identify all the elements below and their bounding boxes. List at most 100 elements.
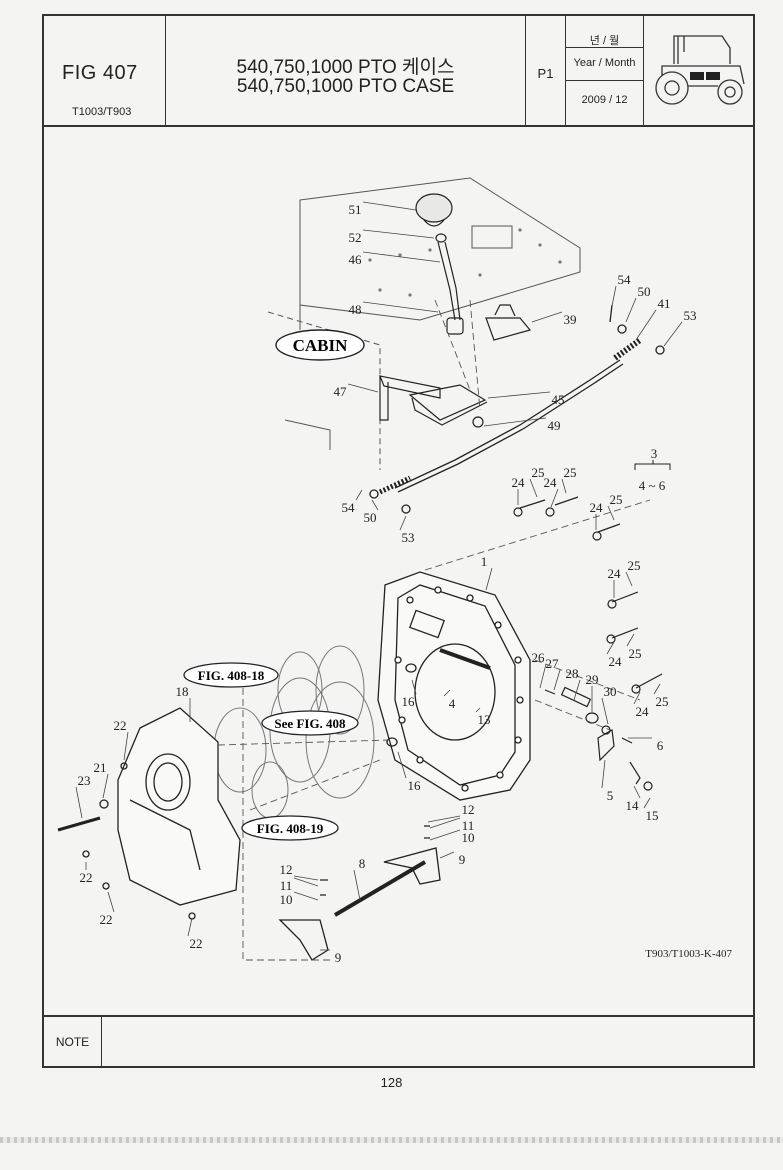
- part-number-label: 16: [408, 778, 422, 793]
- part-number-label: 25: [656, 694, 669, 709]
- leader-line: [355, 489, 363, 501]
- divider: [566, 80, 643, 81]
- part-number-label: 15: [646, 808, 659, 823]
- pto-rear-cover: [57, 707, 241, 920]
- fig-408-19-callout: [241, 815, 339, 841]
- leader-line: [362, 251, 441, 263]
- part-number-label: 10: [462, 830, 475, 845]
- leader-lines: [75, 201, 683, 951]
- leader-line: [427, 815, 461, 823]
- leader-line: [107, 891, 115, 913]
- part-number-label: 27: [546, 656, 560, 671]
- part-number-label: 25: [628, 558, 641, 573]
- part-number-label: 4: [449, 696, 456, 711]
- leader-line: [187, 917, 193, 937]
- header: FIG 407 T1003/T903 540,750,1000 PTO 케이스 …: [42, 14, 755, 127]
- part-number-label: 22: [100, 912, 113, 927]
- part-number-label: 48: [349, 302, 362, 317]
- fig-label: FIG 407: [62, 62, 138, 84]
- leader-line: [663, 321, 683, 347]
- part-number-label: 41: [658, 296, 671, 311]
- bolts-and-fittings: [513, 496, 663, 791]
- tractor-icon-cell: [644, 14, 753, 125]
- part-number-label: 12: [462, 802, 475, 817]
- leader-line: [633, 785, 641, 799]
- leader-line: [531, 311, 563, 323]
- part-number-label: 30: [604, 684, 617, 699]
- part-number-label: 52: [349, 230, 362, 245]
- part-number-label: 25: [564, 465, 577, 480]
- see-fig-408-callout-text: See FIG. 408: [274, 716, 346, 731]
- fig-408-18-callout: [183, 662, 279, 688]
- leader-line: [399, 515, 407, 531]
- part-number-label: 21: [94, 760, 107, 775]
- page-code-cell: P1: [526, 14, 566, 125]
- part-number-label: 22: [114, 718, 127, 733]
- part-number-label: 11: [462, 818, 475, 833]
- leader-line: [475, 707, 481, 713]
- cabin-floor-plate: [267, 177, 581, 470]
- part-number-label: 51: [349, 202, 362, 217]
- leader-line: [539, 663, 547, 689]
- part-number-label: 54: [618, 272, 632, 287]
- leader-line: [635, 309, 657, 341]
- leader-line: [561, 478, 567, 494]
- part-number-label: 28: [566, 666, 579, 681]
- leader-line: [601, 759, 606, 789]
- part-number-label: 5: [607, 788, 614, 803]
- part-number-label: 12: [280, 862, 293, 877]
- fig-408-19-callout-text: FIG. 408-19: [257, 821, 324, 836]
- leader-line: [625, 571, 633, 587]
- part-number-label: 22: [80, 870, 93, 885]
- part-number-label: 50: [364, 510, 377, 525]
- part-number-label: 16: [402, 694, 416, 709]
- pto-control-cable: [369, 304, 665, 514]
- part-number-label: 39: [564, 312, 577, 327]
- leader-line: [429, 829, 461, 841]
- title-english: 540,750,1000 PTO CASE: [236, 76, 455, 97]
- part-number-label: 49: [548, 418, 561, 433]
- part-number-label: 1: [481, 554, 488, 569]
- leader-line: [443, 689, 451, 697]
- part-number-label: 29: [586, 672, 599, 687]
- see-fig-408-callout: [261, 710, 359, 736]
- part-number-label: 47: [334, 384, 348, 399]
- pto-case: [377, 571, 531, 801]
- fig-cell: FIG 407 T1003/T903: [42, 14, 166, 125]
- year-month-korean: 년 / 월: [589, 35, 620, 47]
- leader-line: [362, 229, 435, 239]
- leader-line: [550, 488, 559, 508]
- part-number-label: 11: [280, 878, 293, 893]
- assembly-guide-lines: [217, 299, 651, 961]
- part-number-label: 9: [335, 950, 342, 965]
- leader-line: [611, 285, 617, 307]
- drawing-code: T903/T1003-K-407: [645, 948, 732, 960]
- leader-line: [487, 391, 551, 399]
- leader-line: [362, 201, 417, 211]
- leader-line: [439, 851, 455, 859]
- leader-line: [353, 869, 361, 901]
- scan-artifact: [0, 1137, 783, 1143]
- leader-line: [371, 499, 379, 511]
- part-number-label: 14: [626, 798, 640, 813]
- part-number-label: 24: [636, 704, 650, 719]
- title-cell: 540,750,1000 PTO 케이스 540,750,1000 PTO CA…: [166, 14, 526, 125]
- part-number-label: 18: [176, 684, 189, 699]
- cabin-callout-text: CABIN: [293, 336, 349, 355]
- part-number-label: 24: [512, 475, 526, 490]
- part-number-label: 24: [590, 500, 604, 515]
- leader-line: [483, 417, 547, 427]
- divider: [566, 47, 643, 48]
- part-number-label: 22: [190, 936, 203, 951]
- leader-line: [606, 641, 615, 655]
- shift-fork-assembly: [278, 825, 441, 961]
- leader-line: [633, 691, 641, 705]
- leader-line: [102, 773, 109, 799]
- leader-line: [529, 478, 538, 498]
- leader-line: [347, 383, 379, 393]
- cabin-callout: [275, 329, 365, 361]
- part-number-label: 25: [629, 646, 642, 661]
- leader-line: [293, 875, 319, 881]
- leader-line: [607, 505, 615, 521]
- leader-line: [485, 567, 493, 591]
